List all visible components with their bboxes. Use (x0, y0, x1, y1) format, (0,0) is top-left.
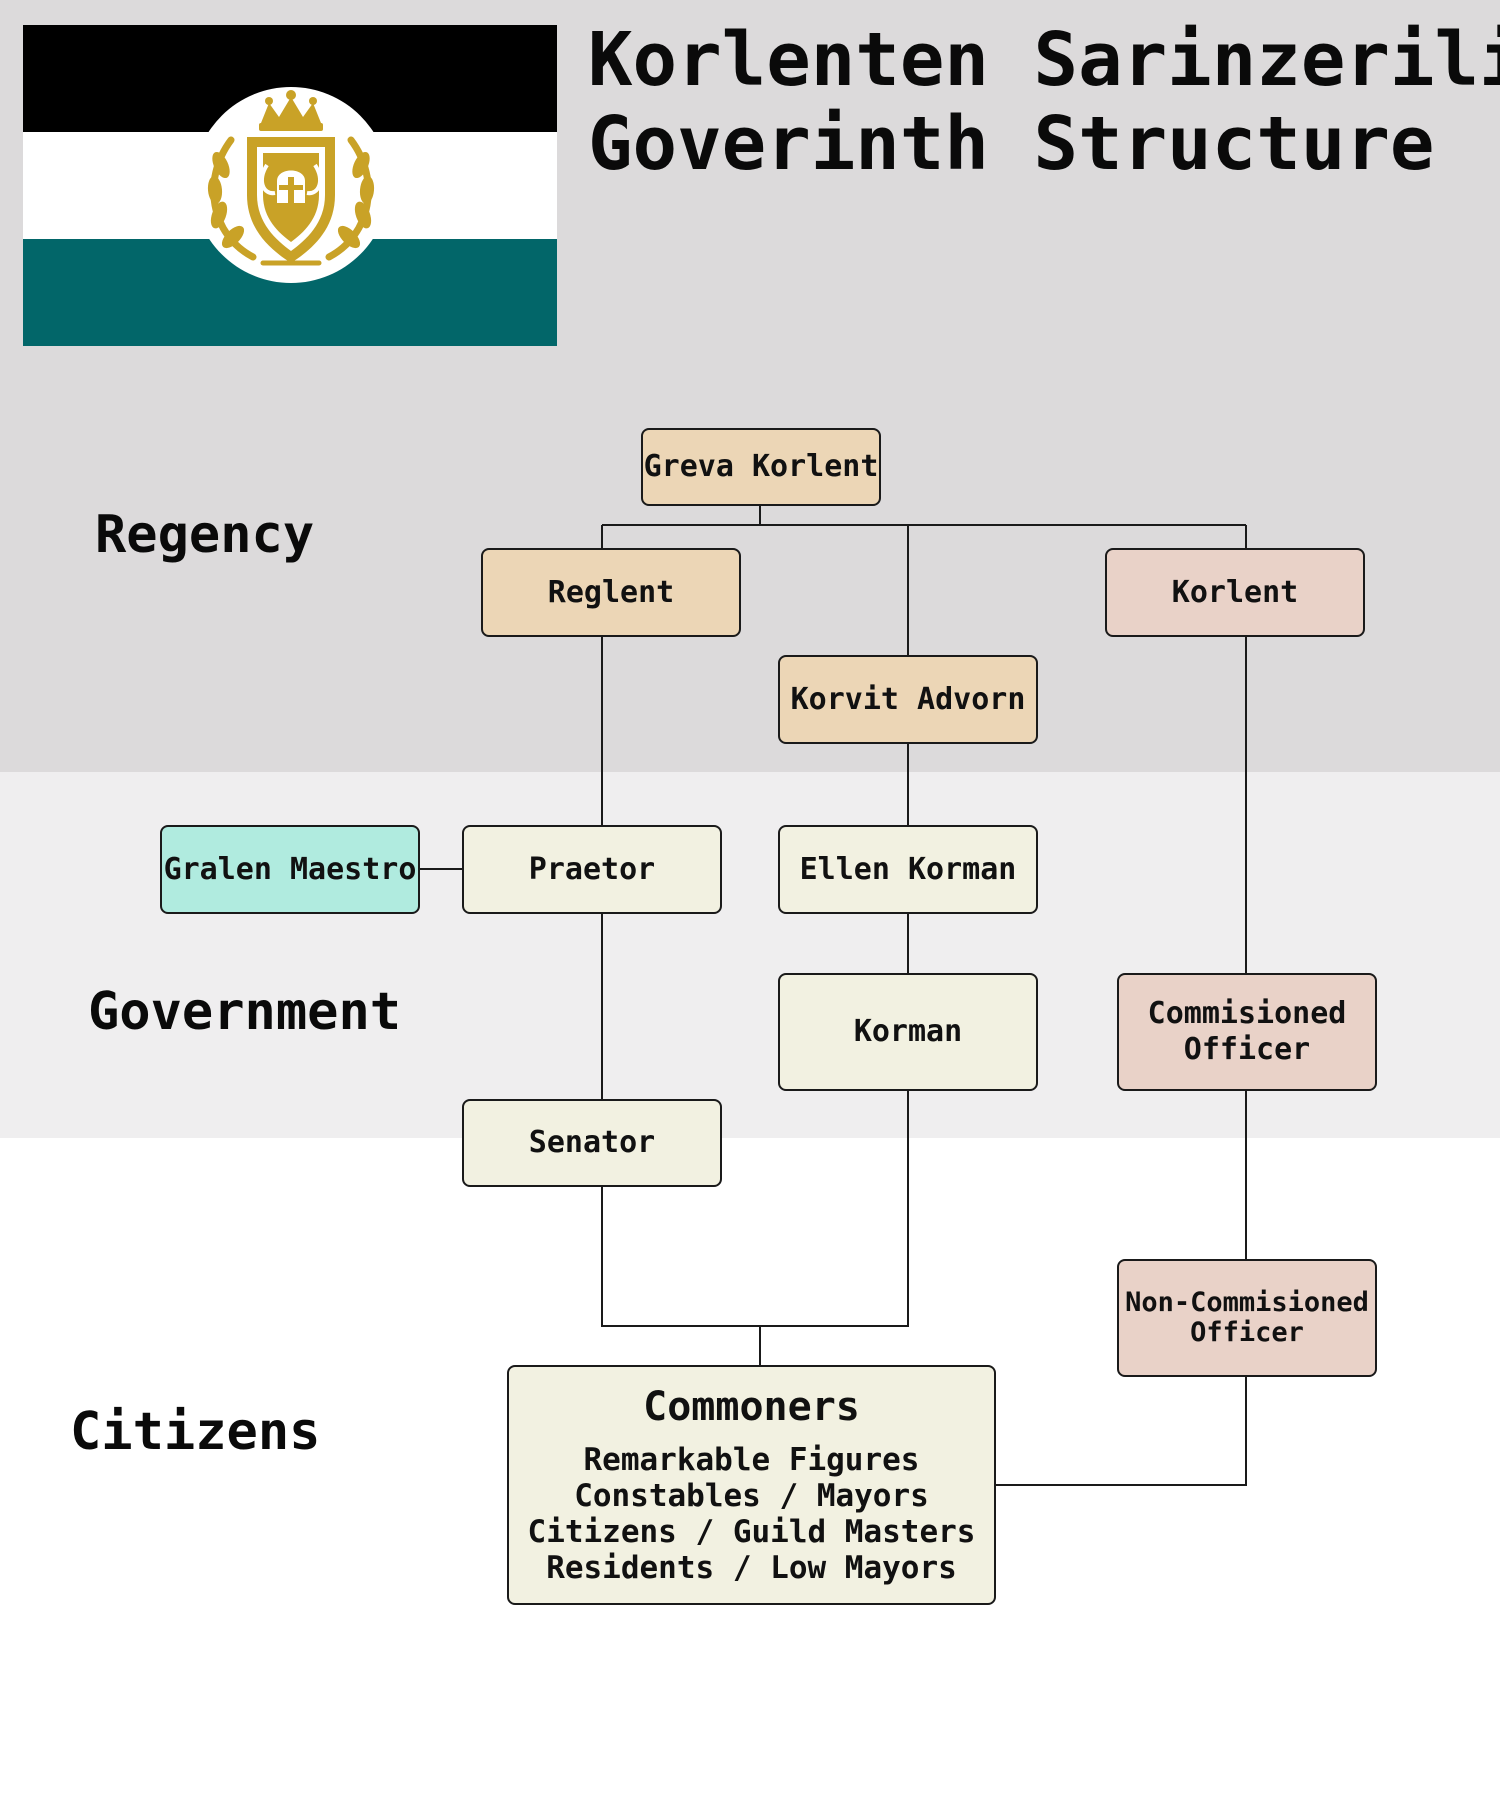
node-korman: Korman (778, 973, 1038, 1091)
node-commoners: Commoners Remarkable Figures Constables … (507, 1365, 996, 1605)
node-korvit-advorn: Korvit Advorn (778, 655, 1038, 744)
node-commisioned-officer-line-1: Commisioned (1147, 996, 1347, 1031)
node-praetor: Praetor (462, 825, 722, 914)
commoners-line: Citizens / Guild Masters (527, 1514, 976, 1550)
node-commisioned-officer-line-2: Officer (1183, 1032, 1311, 1067)
node-ellen-korman-label: Ellen Korman (799, 851, 1017, 887)
node-senator: Senator (462, 1099, 722, 1187)
node-korman-label: Korman (853, 1014, 963, 1049)
node-korlent-label: Korlent (1171, 574, 1299, 610)
node-non-commisioned-officer: Non-Commisioned Officer (1117, 1259, 1377, 1377)
node-praetor-label: Praetor (528, 851, 656, 887)
node-commisioned-officer: Commisioned Officer (1117, 973, 1377, 1091)
crest-emblem-icon (193, 87, 389, 283)
section-label-government: Government (88, 982, 402, 1042)
page-title-line-2: Goverinth Structure (588, 101, 1435, 187)
node-commoners-title: Commoners (643, 1384, 860, 1430)
node-reglent-label: Reglent (547, 574, 675, 610)
node-gralen-maestro: Gralen Maestro (160, 825, 420, 914)
flag (23, 25, 557, 346)
page-title: Korlenten Sarinzerilin Goverinth Structu… (588, 17, 1500, 187)
node-korvit-advorn-label: Korvit Advorn (790, 681, 1026, 717)
commoners-line: Remarkable Figures (583, 1442, 920, 1478)
connector-nco-commoners (995, 1376, 1247, 1486)
page-title-line-1: Korlenten Sarinzerilin (588, 17, 1500, 103)
section-label-citizens: Citizens (70, 1402, 321, 1462)
node-non-commisioned-officer-line-2: Officer (1190, 1317, 1304, 1348)
node-senator-label: Senator (528, 1125, 656, 1160)
node-non-commisioned-officer-line-1: Non-Commisioned (1125, 1287, 1369, 1318)
node-ellen-korman: Ellen Korman (778, 825, 1038, 914)
node-greva-korlent: Greva Korlent (641, 428, 881, 506)
connector-senator-korman-merge (601, 1090, 909, 1327)
node-gralen-maestro-label: Gralen Maestro (163, 851, 417, 887)
section-label-regency: Regency (95, 505, 315, 565)
commoners-line: Constables / Mayors (574, 1478, 929, 1514)
node-greva-korlent-label: Greva Korlent (643, 449, 879, 484)
node-korlent: Korlent (1105, 548, 1365, 637)
node-reglent: Reglent (481, 548, 741, 637)
commoners-line: Residents / Low Mayors (546, 1550, 957, 1586)
